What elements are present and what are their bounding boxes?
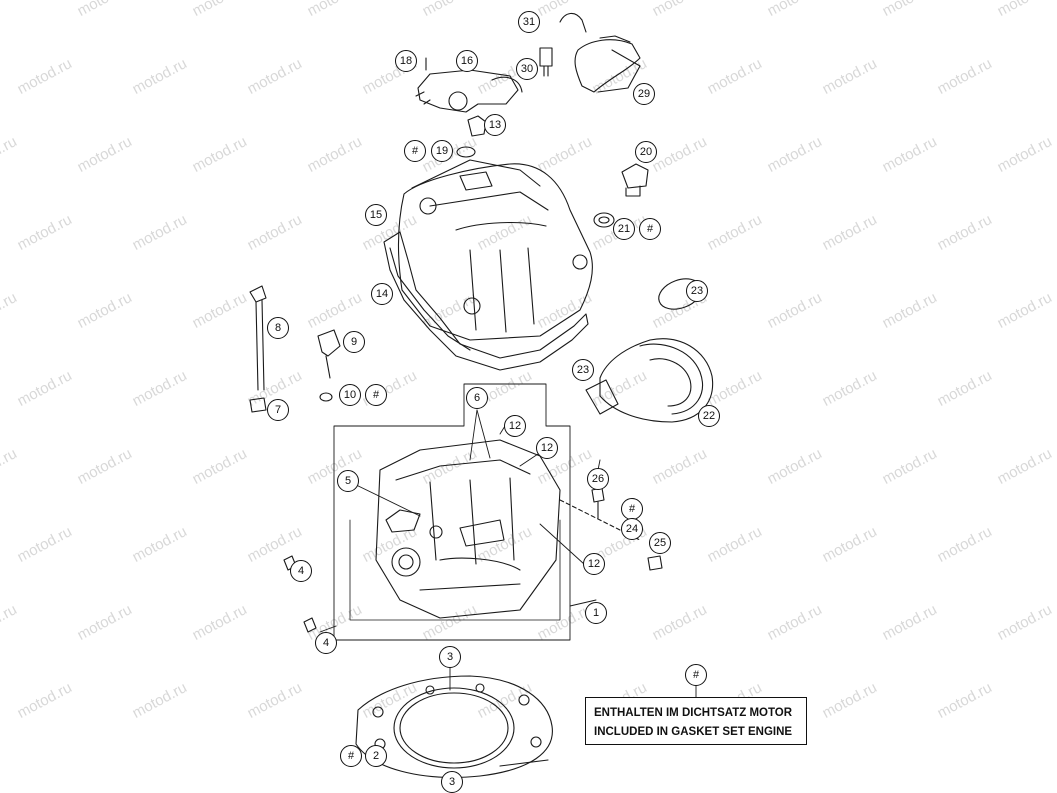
callout-part-5: 5 — [337, 470, 359, 492]
part-head-gasket — [355, 675, 553, 778]
callout-part-4: 4 — [315, 632, 337, 654]
callout-part-31: 31 — [518, 11, 540, 33]
part-thermostat-housing — [415, 57, 523, 113]
callout-gasket-marker: # — [621, 498, 643, 520]
callout-part-7: 7 — [267, 399, 289, 421]
callout-part-14: 14 — [371, 283, 393, 305]
callout-gasket-marker: # — [639, 218, 661, 240]
callout-part-19: 19 — [431, 140, 453, 162]
part-intake-flange — [585, 278, 714, 423]
callout-gasket-marker: # — [404, 140, 426, 162]
callout-part-15: 15 — [365, 204, 387, 226]
callout-gasket-marker: # — [685, 664, 707, 686]
callout-part-20: 20 — [635, 141, 657, 163]
part-30-fitting — [539, 47, 553, 77]
callout-part-21: 21 — [613, 218, 635, 240]
callout-gasket-marker: # — [340, 745, 362, 767]
part-19-oring — [456, 146, 476, 158]
callout-part-13: 13 — [484, 114, 506, 136]
part-1-frame — [333, 383, 571, 641]
callout-part-12: 12 — [583, 553, 605, 575]
callout-part-25: 25 — [649, 532, 671, 554]
callout-gasket-marker: # — [365, 384, 387, 406]
callout-part-4: 4 — [290, 560, 312, 582]
callout-part-6: 6 — [466, 387, 488, 409]
part-25-plug — [647, 555, 663, 571]
part-7-washer — [249, 397, 267, 413]
callout-part-12: 12 — [536, 437, 558, 459]
callout-part-8: 8 — [267, 317, 289, 339]
callout-part-9: 9 — [343, 331, 365, 353]
callout-part-29: 29 — [633, 83, 655, 105]
callout-part-2: 2 — [365, 745, 387, 767]
part-cylinder-head — [375, 439, 561, 619]
part-1-inner-frame — [349, 519, 561, 621]
part-valve-cover — [397, 159, 593, 341]
part-26-bolt — [591, 487, 605, 519]
legend-line-de: ENTHALTEN IM DICHTSATZ MOTOR — [594, 707, 793, 719]
callout-part-26: 26 — [587, 468, 609, 490]
part-oil-filler-cap — [621, 163, 649, 197]
part-9-sensor — [317, 329, 341, 379]
callout-part-1: 1 — [585, 602, 607, 624]
callout-part-23: 23 — [686, 280, 708, 302]
part-21-seal — [593, 212, 615, 228]
part-breather-pipe — [559, 12, 641, 93]
callout-part-24: 24 — [621, 518, 643, 540]
part-valve-cover-gasket — [383, 231, 589, 371]
callout-part-23: 23 — [572, 359, 594, 381]
legend-line-en: INCLUDED IN GASKET SET ENGINE — [594, 726, 793, 738]
part-10-oring — [319, 392, 333, 402]
part-8-bolt — [249, 285, 267, 391]
callout-part-3: 3 — [439, 646, 461, 668]
callout-part-18: 18 — [395, 50, 417, 72]
callout-part-12: 12 — [504, 415, 526, 437]
callout-part-3: 3 — [441, 771, 463, 793]
callout-part-22: 22 — [698, 405, 720, 427]
part-4-pin-lower — [303, 617, 317, 633]
callout-part-10: 10 — [339, 384, 361, 406]
legend-box: ENTHALTEN IM DICHTSATZ MOTOR INCLUDED IN… — [585, 697, 807, 745]
callout-part-30: 30 — [516, 58, 538, 80]
callout-part-16: 16 — [456, 50, 478, 72]
